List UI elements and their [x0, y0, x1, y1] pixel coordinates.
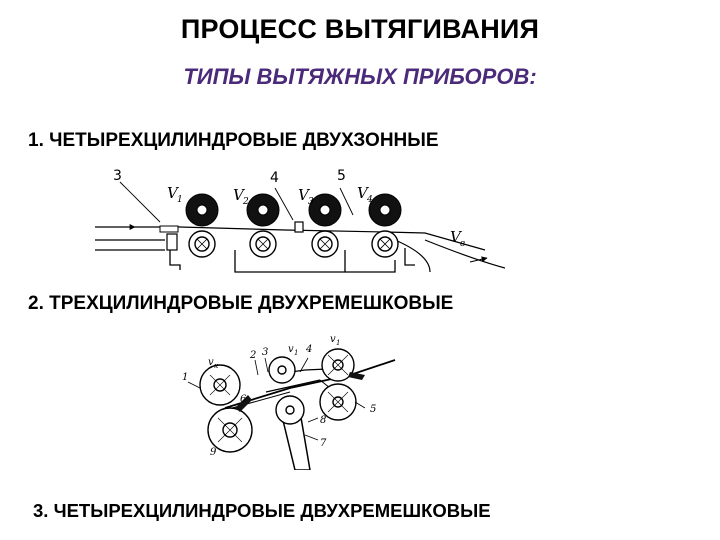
label-2: 2: [249, 350, 256, 361]
label-3: 3: [262, 347, 268, 358]
speed-vk: v: [208, 357, 214, 368]
label-4: 4: [305, 344, 312, 355]
speed-v4-sub: 4: [366, 195, 373, 205]
speed-vp-sub: 1: [294, 349, 298, 357]
label-1: 1: [182, 372, 188, 383]
speed-vr: v: [330, 334, 336, 345]
label-3: 3: [113, 168, 122, 184]
speed-v2-sub: 2: [242, 197, 249, 207]
label-5: 5: [337, 168, 346, 184]
page-title: ПРОЦЕСС ВЫТЯГИВАНИЯ: [180, 14, 540, 44]
label-7: 7: [320, 438, 327, 449]
speed-vb-sub: в: [460, 239, 465, 249]
speed-v3: V: [298, 186, 311, 204]
drafting-diagram-four-cylinder: 3 4 5 V 1 V 2 V 3 V 4 V в: [95, 168, 505, 273]
speed-vr-sub: 1: [336, 339, 340, 347]
speed-v1: V: [167, 184, 180, 202]
speed-v4: V: [357, 184, 370, 202]
speed-vk-sub: к: [214, 362, 219, 370]
label-9: 9: [210, 447, 217, 458]
label-6: 6: [240, 394, 247, 405]
section-1-heading: 1. ЧЕТЫРЕХЦИЛИНДРОВЫЕ ДВУХЗОННЫЕ: [28, 130, 439, 151]
speed-vp: v: [288, 344, 294, 355]
speed-v3-sub: 3: [308, 197, 314, 207]
label-8: 8: [320, 415, 326, 426]
speed-v1-sub: 1: [177, 195, 183, 205]
speed-vb: V: [450, 228, 463, 246]
label-4: 4: [270, 170, 279, 186]
drafting-diagram-three-cylinder-apron: 1 2 3 4 5 6 7 8 9 v к v 1 v 1: [182, 334, 396, 470]
section-3-heading: 3. ЧЕТЫРЕХЦИЛИНДРОВЫЕ ДВУХРЕМЕШКОВЫЕ: [33, 500, 491, 521]
speed-v2: V: [233, 186, 246, 204]
label-5: 5: [370, 404, 376, 415]
page-subtitle: ТИПЫ ВЫТЯЖНЫХ ПРИБОРОВ:: [183, 64, 537, 89]
section-2-heading: 2. ТРЕХЦИЛИНДРОВЫЕ ДВУХРЕМЕШКОВЫЕ: [28, 293, 454, 314]
